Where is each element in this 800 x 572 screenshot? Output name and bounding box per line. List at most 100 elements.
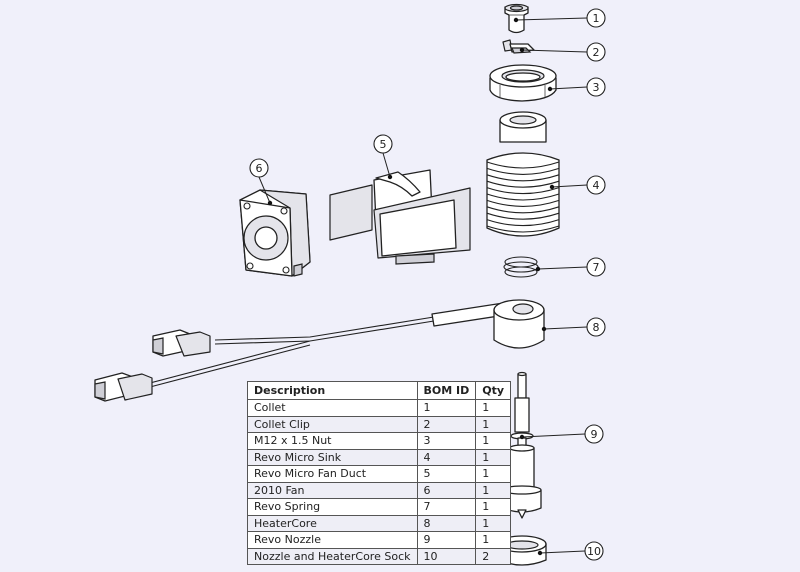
leader-line <box>521 49 588 53</box>
callout-2: 2 <box>519 42 606 62</box>
callout-5: 5 <box>373 134 393 180</box>
callout-7: 7 <box>535 257 606 277</box>
callout-circle <box>584 541 604 561</box>
leader-dot <box>519 434 525 440</box>
cell-qty: 1 <box>475 465 512 483</box>
fin-line <box>486 167 560 175</box>
cell-bom-id: 7 <box>416 498 477 516</box>
callout-number: 7 <box>593 261 600 274</box>
leader-line <box>551 184 588 188</box>
cell-description: HeaterCore <box>247 514 418 532</box>
fin-line <box>486 219 560 227</box>
fin-line <box>486 193 560 201</box>
callout-circle <box>249 158 269 178</box>
header-bom-id: BOM ID <box>416 381 477 400</box>
fin-line <box>486 161 560 169</box>
cell-description: Revo Nozzle <box>247 531 418 549</box>
callout-number: 10 <box>587 545 601 558</box>
callout-number: 9 <box>591 428 598 441</box>
fin-line <box>486 206 560 214</box>
cell-bom-id: 8 <box>416 514 477 532</box>
cell-qty: 1 <box>475 531 512 549</box>
callout-circle <box>586 8 606 28</box>
cell-description: Nozzle and HeaterCore Sock <box>247 547 418 565</box>
cell-bom-id: 4 <box>416 448 477 466</box>
leader-line <box>515 17 588 21</box>
callout-number: 6 <box>256 162 263 175</box>
leader-dot <box>267 200 273 206</box>
part-fan <box>239 189 311 277</box>
cell-bom-id: 3 <box>416 432 477 450</box>
fin-line <box>486 199 560 207</box>
cell-qty: 1 <box>475 399 512 417</box>
cell-qty: 1 <box>475 432 512 450</box>
callout-1: 1 <box>513 8 606 28</box>
callout-number: 1 <box>593 12 600 25</box>
cell-qty: 1 <box>475 514 512 532</box>
cell-qty: 1 <box>475 498 512 516</box>
callout-4: 4 <box>549 175 606 195</box>
part-fan-duct <box>329 169 471 265</box>
callout-circle <box>586 317 606 337</box>
cell-qty: 1 <box>475 481 512 499</box>
leader-line <box>537 266 588 270</box>
cell-bom-id: 1 <box>416 399 477 417</box>
part-spring <box>503 256 539 278</box>
callout-10: 10 <box>537 541 604 561</box>
fin-line <box>486 225 560 233</box>
fin-line <box>486 187 560 195</box>
leader-dot <box>513 17 519 23</box>
callout-circle <box>586 175 606 195</box>
callout-number: 3 <box>593 81 600 94</box>
callout-number: 8 <box>593 321 600 334</box>
cell-description: Revo Micro Fan Duct <box>247 465 418 483</box>
cell-description: Collet Clip <box>247 415 418 433</box>
cell-bom-id: 6 <box>416 481 477 499</box>
cell-qty: 1 <box>475 448 512 466</box>
callout-circle <box>373 134 393 154</box>
callout-3: 3 <box>547 77 606 97</box>
leader-dot <box>535 266 541 272</box>
header-description: Description <box>247 381 418 400</box>
part-heat-sink <box>486 111 560 237</box>
fin-line <box>486 180 560 188</box>
fin-line <box>486 212 560 220</box>
fin-line <box>486 174 560 182</box>
leader-dot <box>547 86 553 92</box>
leader-line <box>521 433 586 438</box>
cell-bom-id: 5 <box>416 465 477 483</box>
cell-bom-id: 10 <box>416 547 477 565</box>
cell-description: Revo Spring <box>247 498 418 516</box>
callout-number: 5 <box>380 138 387 151</box>
callout-number: 2 <box>593 46 600 59</box>
part-collet-clip <box>502 39 535 54</box>
part-nut <box>489 64 557 102</box>
callout-circle <box>586 42 606 62</box>
callout-circle <box>584 424 604 444</box>
leader-line <box>382 152 391 178</box>
callout-9: 9 <box>519 424 604 444</box>
cell-bom-id: 9 <box>416 531 477 549</box>
leader-dot <box>387 174 393 180</box>
callout-8: 8 <box>541 317 606 337</box>
cell-description: M12 x 1.5 Nut <box>247 432 418 450</box>
header-qty: Qty <box>475 381 512 400</box>
leader-dot <box>541 326 547 332</box>
leader-line <box>258 176 271 204</box>
callout-number: 4 <box>593 179 600 192</box>
cell-description: Collet <box>247 399 418 417</box>
leader-dot <box>549 184 555 190</box>
cell-bom-id: 2 <box>416 415 477 433</box>
